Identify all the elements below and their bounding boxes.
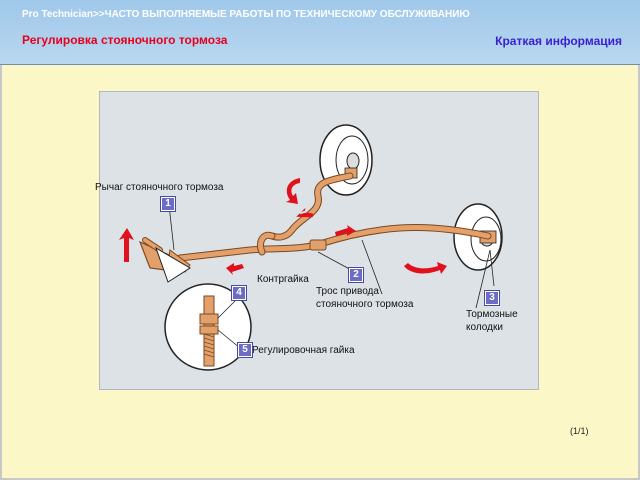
badge-4[interactable]: 4 (231, 285, 247, 301)
adjuster-detail-zoom (155, 246, 252, 371)
label-cable-line1: Трос привода (316, 286, 379, 297)
summary-link[interactable]: Краткая информация (495, 34, 622, 48)
badge-5[interactable]: 5 (237, 342, 253, 358)
breadcrumb[interactable]: Pro Technician>>ЧАСТО ВЫПОЛНЯЕМЫЕ РАБОТЫ… (22, 9, 470, 20)
direction-arrows (119, 178, 447, 275)
label-brake-shoes-line1: Тормозные (466, 309, 518, 320)
badge-2[interactable]: 2 (348, 267, 364, 283)
badge-1[interactable]: 1 (160, 196, 176, 212)
label-cable-line2: стояночного тормоза (316, 299, 414, 310)
page-title: Регулировка стояночного тормоза (22, 33, 228, 47)
label-brake-shoes-line2: колодки (466, 322, 503, 333)
label-adjusting-nut: Регулировочная гайка (252, 345, 355, 356)
page-indicator: (1/1) (570, 426, 589, 436)
header: Pro Technician>>ЧАСТО ВЫПОЛНЯЕМЫЕ РАБОТЫ… (0, 0, 640, 65)
label-locknut: Контргайка (257, 274, 309, 285)
label-parking-lever: Рычаг стояночного тормоза (95, 182, 224, 193)
badge-3[interactable]: 3 (484, 290, 500, 306)
cable-equalizer (309, 239, 327, 251)
